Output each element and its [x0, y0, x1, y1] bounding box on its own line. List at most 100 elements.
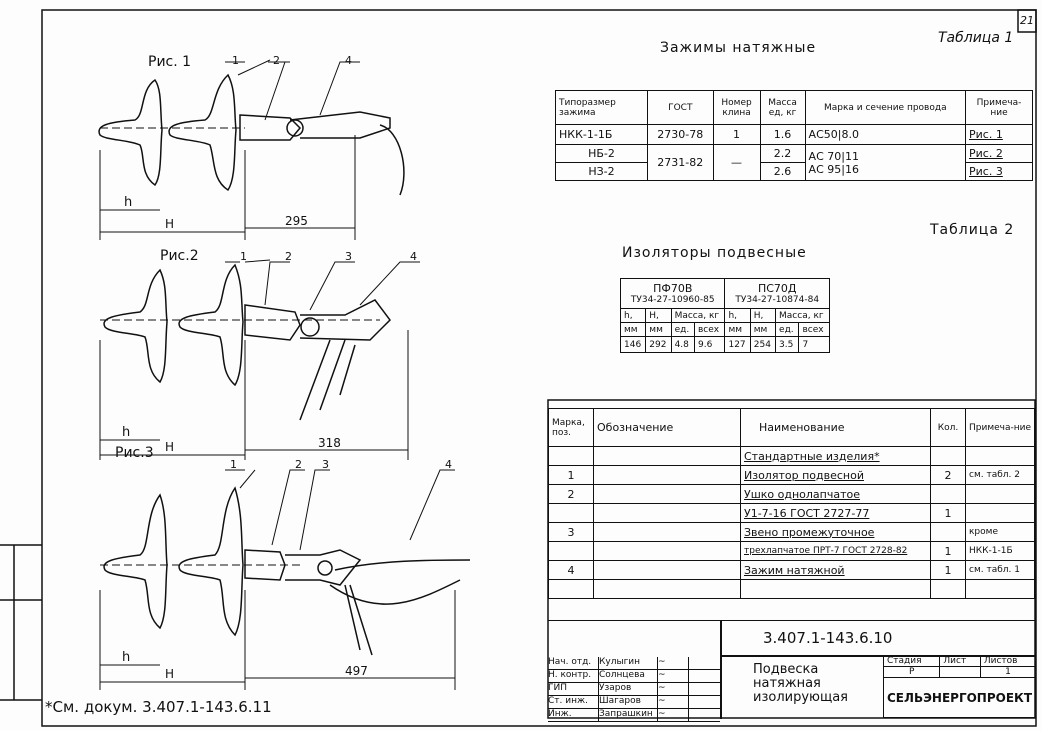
cell: 1 [712, 124, 761, 145]
cell: Зажим натяжной [740, 560, 931, 580]
cell [593, 579, 741, 599]
sheet-label: Лист [939, 655, 981, 667]
cell: 1 [930, 560, 966, 580]
stage-value: Р [882, 666, 941, 678]
cell [593, 484, 741, 504]
cell: 1.6 [759, 124, 806, 145]
role: Нач. отд. [548, 657, 599, 669]
cell: 1 [930, 541, 966, 561]
cell: 4 [548, 560, 594, 580]
cell: 254 [749, 336, 777, 353]
footnote: *См. докум. 3.407.1-143.6.11 [45, 698, 272, 716]
dim-h: h [122, 650, 131, 665]
title-block: 3.407.1-143.6.10 Подвеска натяжная изоли… [548, 620, 1037, 722]
table2-title: Изоляторы подвесные [622, 245, 807, 261]
cell: АС50|8.0 [804, 124, 967, 145]
th: Марка, поз. [548, 408, 594, 447]
th: ГОСТ [647, 90, 714, 125]
cell: см. табл. 1 [965, 560, 1035, 580]
callout: 1 [240, 250, 247, 263]
title-line: изолирующая [753, 690, 848, 705]
cell: НЗ-2 [555, 162, 648, 181]
cell: 146 [619, 336, 647, 353]
dim-h: h [124, 195, 133, 210]
name: Шагаров [599, 696, 658, 708]
cell [930, 522, 966, 542]
th: H, [645, 308, 672, 323]
cell [593, 541, 741, 561]
signature: ~ [658, 709, 689, 721]
cell: НКК-1-1Б [965, 541, 1035, 561]
cell: — [712, 144, 761, 181]
callout: 4 [445, 458, 452, 471]
cell: Изолятор подвесной [740, 465, 931, 485]
signature: ~ [658, 683, 689, 695]
sheet-number-box [1017, 9, 1037, 33]
cell [965, 579, 1035, 599]
sheets-label: Листов [979, 655, 1037, 667]
cell: 4.8 [670, 336, 695, 353]
th: Масса, кг [775, 308, 830, 323]
cell [548, 541, 594, 561]
figure-1-drawing [98, 59, 405, 240]
insulator-spec: ТУ34-27-10874-84 [735, 295, 820, 305]
signature-row: Инж.Запрашкин~ [548, 709, 720, 722]
cell [930, 446, 966, 466]
th: Марка и сечение провода [804, 90, 967, 125]
table1-caption: Таблица 1 [938, 30, 1014, 46]
cell: кроме [965, 522, 1035, 542]
signature-row: Ст. инж.Шагаров~ [548, 696, 720, 709]
cell: Рис. 2 [965, 144, 1033, 163]
th: Кол. [930, 408, 966, 447]
th: Примеча-ние [965, 90, 1033, 125]
organization: СЕЛЬЭНЕРГОПРОЕКТ [882, 677, 1037, 718]
table1-title: Зажимы натяжные [660, 40, 817, 56]
th: H, [749, 308, 777, 323]
cell: У1-7-16 ГОСТ 2727-77 [740, 503, 931, 523]
cell [548, 446, 594, 466]
insulator-type: ПС70Д [757, 282, 797, 295]
figure-3-drawing [99, 469, 471, 690]
cell: Рис. 1 [965, 124, 1033, 145]
cell [593, 446, 741, 466]
cell: 2731-82 [647, 144, 714, 181]
cell: 2.2 [759, 144, 806, 163]
wire-grade: АС 95|16 [808, 162, 859, 176]
cell [548, 579, 594, 599]
signature-row: Нач. отд.Кулыгин~ [548, 657, 720, 670]
unit: всех [798, 322, 830, 337]
unit: мм [619, 322, 647, 337]
cell: Стандартные изделия* [740, 446, 931, 466]
cell: Звено промежуточное [740, 522, 931, 542]
role: ГИП [548, 683, 599, 695]
table2-caption: Таблица 2 [930, 222, 1015, 238]
callout: 3 [345, 250, 352, 263]
th: Масса ед, кг [759, 90, 806, 125]
dim-length: 295 [285, 214, 308, 228]
dim-length: 497 [345, 664, 368, 678]
callout: 3 [322, 458, 329, 471]
cell: 127 [724, 336, 751, 353]
cell [593, 503, 741, 523]
th: Наименование [740, 408, 931, 447]
cell [593, 465, 741, 485]
dim-H: H [165, 217, 175, 231]
callout: 4 [410, 250, 417, 263]
th: Масса, кг [670, 308, 726, 323]
table-row: НЗ-2 2.6 Рис. 3 [555, 162, 1033, 181]
cell [965, 484, 1035, 504]
wire-grade: АС 70|11 [808, 149, 859, 163]
cell: 292 [645, 336, 672, 353]
cell: 1 [548, 465, 594, 485]
title-line: Подвеска [753, 662, 819, 677]
cell: НБ-2 [555, 144, 648, 163]
cell [965, 446, 1035, 466]
